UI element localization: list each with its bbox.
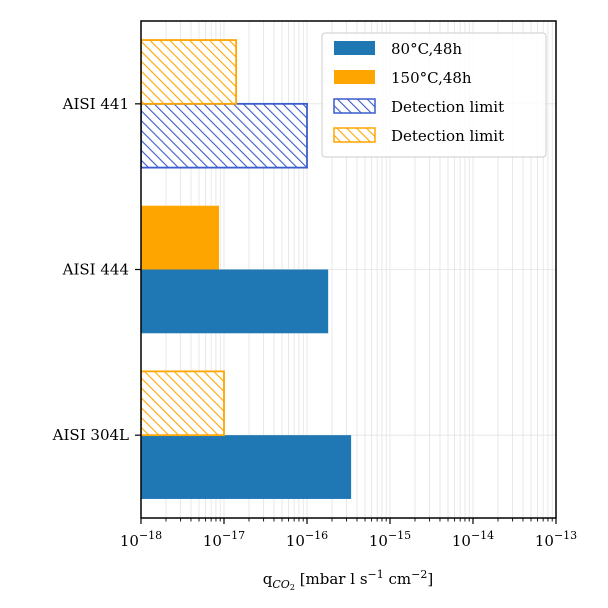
- x-axis-label-subscript: CO: [272, 578, 289, 591]
- x-tick-label: 10−17: [203, 529, 245, 550]
- x-axis-label: qCO2 [mbar l s−1 cm−2]: [263, 568, 433, 592]
- category-label: AISI 441: [62, 95, 129, 113]
- legend-label-80c: 80°C,48h: [391, 40, 462, 58]
- bar-80c-aisi-444: [141, 269, 329, 334]
- x-tick-label: 10−15: [369, 529, 411, 550]
- bar-150c-aisi-444: [141, 205, 219, 270]
- bar-80c-aisi-304l: [141, 435, 352, 499]
- bar-150c-aisi-441: [141, 39, 238, 105]
- x-axis-label-unit-open: [mbar l s: [295, 570, 368, 588]
- bar-80c-aisi-441: [141, 102, 308, 169]
- legend-swatch-150c: [334, 70, 375, 84]
- legend-label-150c: 150°C,48h: [391, 69, 472, 87]
- category-label: AISI 304L: [52, 426, 129, 444]
- x-tick-label: 10−18: [120, 529, 162, 550]
- x-axis-ticks: 10−18 10−17 10−16 10−15 10−14 10−13: [120, 518, 577, 550]
- category-label: AISI 444: [62, 261, 129, 279]
- legend-label-detection-orange: Detection limit: [391, 127, 504, 145]
- legend: 80°C,48h 150°C,48h Detection limit Detec…: [321, 32, 547, 158]
- x-axis-label-base: q: [263, 570, 273, 588]
- legend-frame: [321, 32, 547, 158]
- x-axis-label-unit-mid: cm: [384, 570, 411, 588]
- bars: [141, 39, 352, 499]
- legend-swatch-detection-blue: [333, 98, 376, 114]
- legend-swatch-80c: [334, 41, 375, 55]
- x-axis-label-unit-close: ]: [427, 570, 433, 588]
- x-tick-label: 10−16: [286, 529, 328, 550]
- bar-150c-aisi-304l: [141, 370, 225, 437]
- x-axis-label-exp1: −1: [368, 568, 384, 581]
- x-axis-label-subsubscript: 2: [290, 583, 295, 592]
- legend-label-detection-blue: Detection limit: [391, 98, 504, 116]
- x-tick-label: 10−14: [452, 529, 494, 550]
- legend-swatch-detection-orange: [333, 127, 376, 143]
- x-axis-label-exp2: −2: [411, 568, 427, 581]
- x-tick-label: 10−13: [535, 529, 577, 550]
